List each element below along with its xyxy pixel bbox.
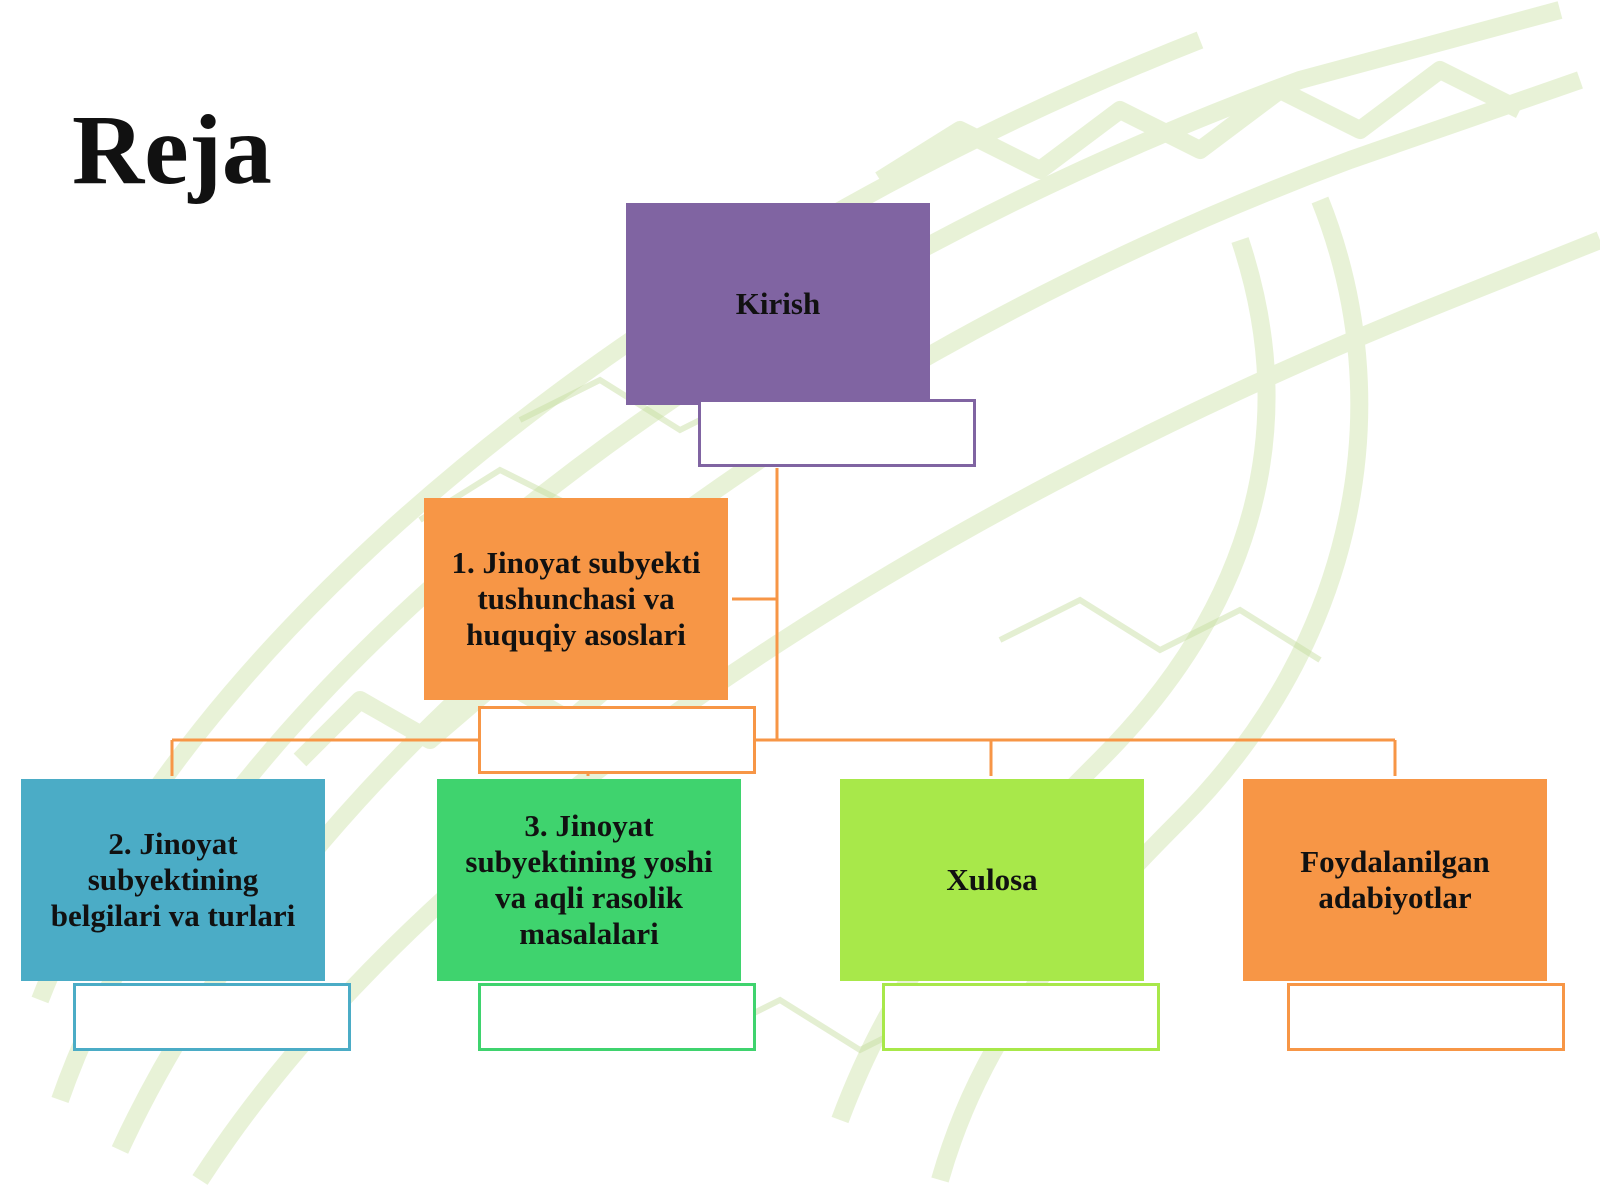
node-level1: 1. Jinoyat subyekti tushunchasi va huquq… <box>424 498 728 700</box>
node-level1-subbox <box>478 706 756 774</box>
node-kirish-label: Kirish <box>735 286 821 321</box>
node-level2-4-subbox <box>1287 983 1565 1051</box>
node-level2-2: 3. Jinoyat subyektining yoshi va aqli ra… <box>437 779 741 981</box>
node-level2-4-label: Foydalanilgan adabiyotlar <box>1300 844 1490 915</box>
node-level2-1-subbox <box>73 983 351 1051</box>
node-level1-label: 1. Jinoyat subyekti tushunchasi va huquq… <box>451 545 701 652</box>
node-level2-1: 2. Jinoyat subyektining belgilari va tur… <box>21 779 325 981</box>
node-level2-3-subbox <box>882 983 1160 1051</box>
node-kirish: Kirish <box>626 203 930 405</box>
node-kirish-subbox <box>698 399 976 467</box>
node-level2-2-subbox <box>478 983 756 1051</box>
node-level2-3-label: Xulosa <box>946 862 1038 897</box>
node-level2-2-label: 3. Jinoyat subyektining yoshi va aqli ra… <box>465 808 713 951</box>
node-level2-4: Foydalanilgan adabiyotlar <box>1243 779 1547 981</box>
slide-title: Reja <box>72 94 272 205</box>
node-level2-1-label: 2. Jinoyat subyektining belgilari va tur… <box>50 826 296 933</box>
node-level2-3: Xulosa <box>840 779 1144 981</box>
